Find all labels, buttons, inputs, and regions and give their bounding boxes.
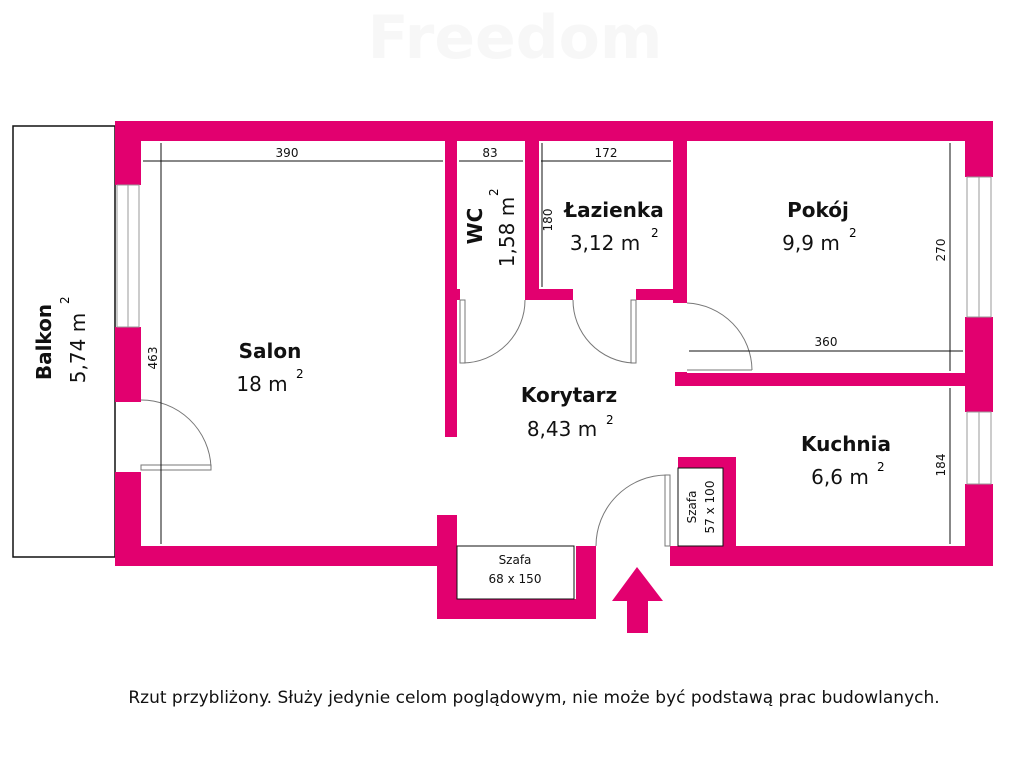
room-lazienka-area: 3,12 m — [570, 231, 640, 255]
closet-2 — [677, 467, 724, 547]
room-korytarz-name: Korytarz — [521, 383, 617, 407]
room-pokoj-area: 9,9 m — [782, 231, 840, 255]
lazienka-area-exponent: 2 — [651, 226, 659, 240]
dim-kuchnia-height: 184 — [934, 454, 948, 477]
dim-lazienka-width: 172 — [595, 146, 618, 160]
closet-1-label: Szafa — [499, 553, 532, 567]
room-salon-name: Salon — [239, 339, 302, 363]
entrance-arrow-icon — [612, 567, 663, 633]
closet-2-label: Szafa — [685, 491, 699, 524]
dim-pokoj-height: 270 — [934, 239, 948, 262]
salon-area-exponent: 2 — [296, 367, 304, 381]
dim-pokoj-width: 360 — [815, 335, 838, 349]
pokoj-area-exponent: 2 — [849, 226, 857, 240]
dim-salon-width: 390 — [276, 146, 299, 160]
dim-salon-height: 463 — [146, 347, 160, 370]
room-pokoj-name: Pokój — [787, 198, 849, 222]
room-wc-area: 1,58 m — [495, 197, 519, 267]
room-wc-name: WC — [463, 208, 487, 245]
room-balkon-area: 5,74 m — [66, 313, 90, 383]
doors — [140, 299, 753, 547]
korytarz-area-exponent: 2 — [606, 413, 614, 427]
room-lazienka-name: Łazienka — [563, 198, 663, 222]
wc-area-exponent: 2 — [487, 188, 501, 196]
room-kuchnia-area: 6,6 m — [811, 465, 869, 489]
dim-wc-width: 83 — [482, 146, 497, 160]
kuchnia-area-exponent: 2 — [877, 460, 885, 474]
closet-1-size: 68 x 150 — [489, 572, 542, 586]
windows — [116, 176, 992, 485]
balcony-outline — [12, 125, 116, 558]
closet-2-size: 57 x 100 — [703, 481, 717, 534]
dim-lazienka-height: 180 — [541, 209, 555, 232]
closet-1 — [456, 545, 575, 600]
room-korytarz-area: 8,43 m — [527, 417, 597, 441]
room-salon-area: 18 m — [236, 372, 287, 396]
dimension-lines — [143, 143, 963, 544]
room-kuchnia-name: Kuchnia — [801, 432, 891, 456]
watermark: Freedom — [368, 3, 663, 73]
room-balkon-name: Balkon — [32, 304, 56, 380]
walls — [115, 121, 993, 619]
disclaimer-note: Rzut przybliżony. Służy jedynie celom po… — [128, 688, 940, 708]
balkon-area-exponent: 2 — [58, 296, 72, 304]
